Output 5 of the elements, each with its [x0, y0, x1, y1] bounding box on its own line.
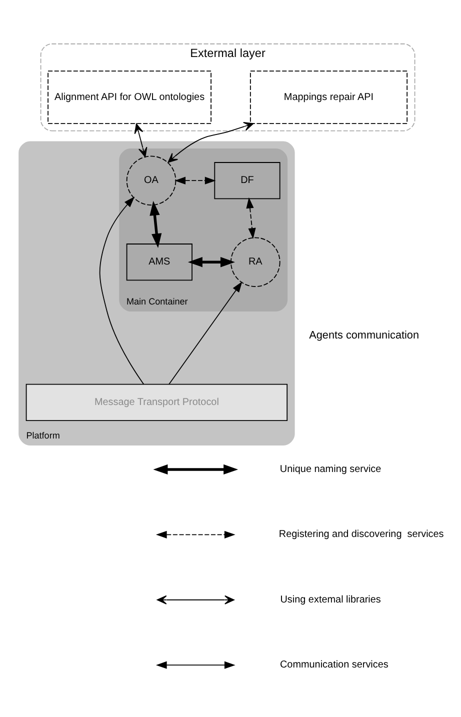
- legend-label: Unique naming service: [280, 464, 382, 475]
- legend-label: Using extemal libraries: [280, 594, 381, 605]
- legend-label: Registering and discovering services: [278, 528, 444, 540]
- label: Agents communication: [309, 328, 419, 341]
- legend-label: Communication services: [280, 659, 388, 670]
